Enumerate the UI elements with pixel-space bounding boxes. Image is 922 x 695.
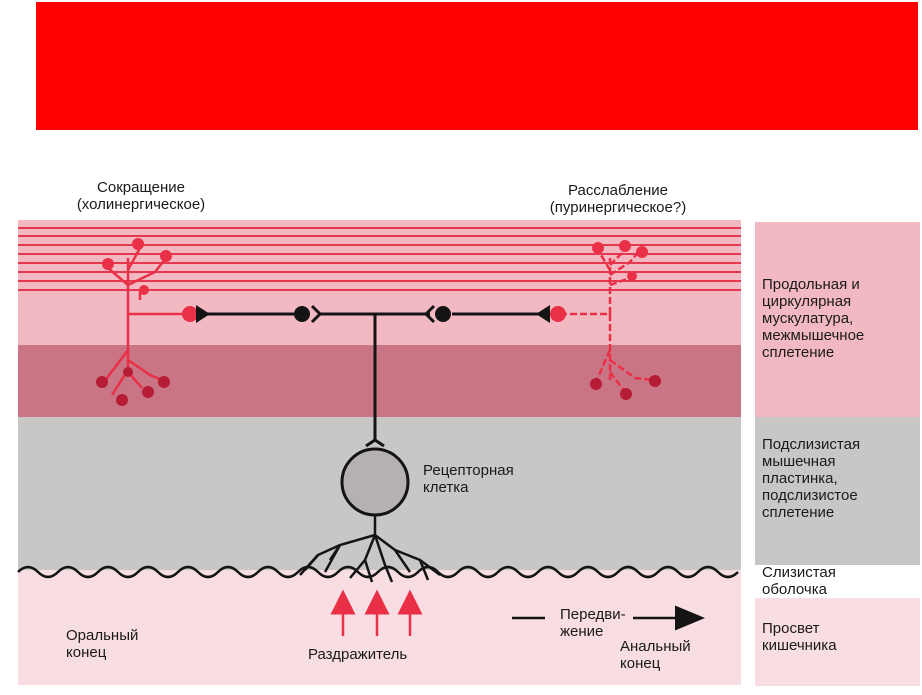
terminal-dot — [160, 250, 172, 262]
terminal-dot — [142, 386, 154, 398]
label-stimulus: Раздражитель — [308, 646, 408, 663]
terminal-dot — [620, 388, 632, 400]
label-oral-end: Оральный конец — [66, 627, 139, 661]
terminal-dot — [619, 240, 631, 252]
interneuron-soma-left — [294, 306, 310, 322]
terminal-dot — [132, 238, 144, 250]
mucosa-lumen-band — [18, 570, 741, 685]
motor-neuron-soma — [182, 306, 198, 322]
synapse-right-motor — [536, 305, 550, 323]
layer-label-mucosa: Слизистая оболочка — [762, 564, 836, 598]
layer-label-submucosa: Подслизистая мышечная пластинка, подслиз… — [762, 436, 861, 521]
motor-neuron-soma — [550, 306, 566, 322]
title-banner — [36, 2, 918, 130]
mucosa-wavy-border — [17, 565, 739, 579]
receptor-dendrites — [299, 515, 441, 583]
side-panel-lumen — [755, 598, 920, 686]
inhibitory-terminals — [550, 240, 661, 400]
label-relaxation: Расслабление (пуринергическое?) — [549, 182, 687, 216]
terminal-dot — [158, 376, 170, 388]
terminal-dot — [96, 376, 108, 388]
terminal-dot — [636, 246, 648, 258]
myenteric-plexus-band — [18, 345, 741, 417]
synapse-right-inter — [423, 304, 436, 324]
label-anal-end: Анальный конец — [620, 638, 691, 672]
label-receptor-cell: Рецепторная клетка — [423, 462, 514, 496]
stimulus-arrows — [330, 589, 423, 636]
layer-label-lumen: Просвет кишечника — [762, 620, 837, 654]
synapses — [196, 304, 550, 324]
terminal-dot — [590, 378, 602, 390]
terminal-dot — [592, 242, 604, 254]
terminal-dot — [116, 394, 128, 406]
interneuron-chain — [204, 312, 540, 448]
receptor-cell — [340, 447, 410, 517]
inhibitory-motor-neuron — [560, 249, 655, 393]
side-panel-muscle — [755, 222, 920, 417]
layer-label-muscle: Продольная и циркулярная мускулатура, ме… — [762, 276, 865, 361]
synapse-left-inter — [310, 304, 323, 324]
terminal-dot — [123, 367, 133, 377]
terminal-dot — [649, 375, 661, 387]
terminal-dot — [139, 285, 149, 295]
synapse-left-motor — [196, 305, 210, 323]
terminal-dot — [102, 258, 114, 270]
side-panel-submucosa — [755, 417, 920, 565]
terminal-dot — [627, 271, 637, 281]
label-contraction: Сокращение (холинергическое) — [76, 179, 206, 213]
excitatory-terminals — [96, 238, 198, 406]
interneuron-soma-right — [435, 306, 451, 322]
label-movement: Передви- жение — [560, 606, 626, 640]
